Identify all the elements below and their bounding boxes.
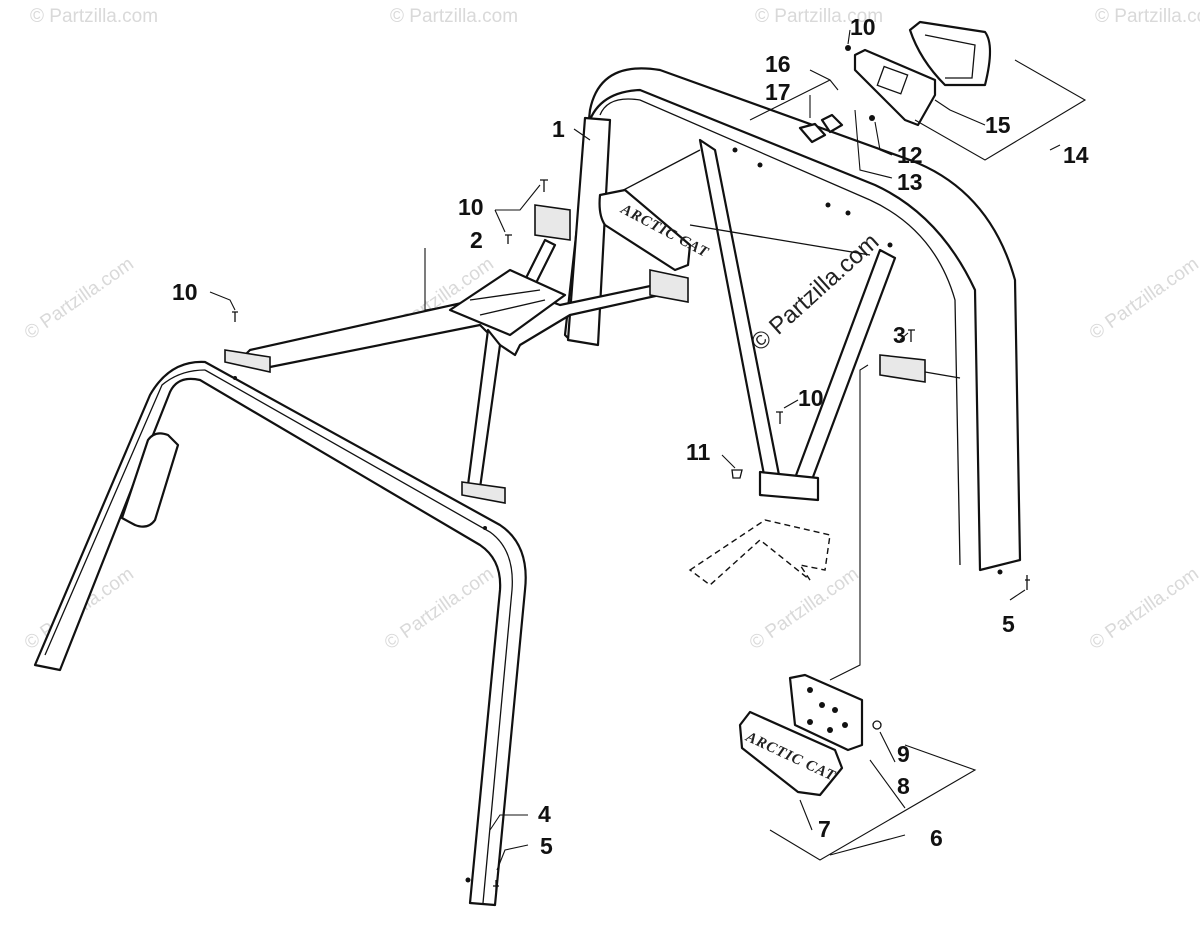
callout-14: 14 xyxy=(1063,142,1089,168)
callout-3: 3 xyxy=(893,322,906,348)
callout-10: 10 xyxy=(850,14,876,40)
front-roll-bar xyxy=(33,360,527,907)
watermark: © Partzilla.com xyxy=(1095,6,1200,27)
callout-10: 10 xyxy=(172,279,198,305)
callout-labels: 1 2 3 4 5 5 6 7 8 9 10 10 10 10 11 12 13… xyxy=(172,14,1089,859)
fasteners xyxy=(232,179,1030,892)
callout-16: 16 xyxy=(765,51,791,77)
light-assembly xyxy=(798,20,992,144)
callout-15: 15 xyxy=(985,112,1011,138)
watermark: © Partzilla.com xyxy=(1086,253,1200,344)
callout-5: 5 xyxy=(540,833,553,859)
callout-10: 10 xyxy=(458,194,484,220)
lower-pad-assembly: ARCTIC CAT xyxy=(738,673,882,797)
watermark: © Partzilla.com xyxy=(755,6,883,27)
callout-17: 17 xyxy=(765,79,791,105)
watermark: © Partzilla.com xyxy=(21,253,138,344)
callout-13: 13 xyxy=(897,169,923,195)
callout-1: 1 xyxy=(552,116,565,142)
callout-4: 4 xyxy=(538,801,551,827)
callout-10: 10 xyxy=(798,385,824,411)
rear-pad-upper: ARCTIC CAT xyxy=(598,188,711,272)
callout-6: 6 xyxy=(930,825,943,851)
callout-2: 2 xyxy=(470,227,483,253)
callout-12: 12 xyxy=(897,142,923,168)
watermark: © Partzilla.com xyxy=(381,563,498,654)
mount-bracket xyxy=(688,519,831,586)
rear-roll-bar xyxy=(563,67,1022,575)
cross-brace xyxy=(224,204,689,504)
callout-7: 7 xyxy=(818,816,831,842)
side-mount-bracket xyxy=(879,354,961,383)
callout-11: 11 xyxy=(686,439,711,465)
watermark: © Partzilla.com xyxy=(746,563,863,654)
watermark: © Partzilla.com xyxy=(30,6,158,27)
callout-8: 8 xyxy=(897,773,910,799)
leader-lines xyxy=(209,29,1087,871)
callout-5: 5 xyxy=(1002,611,1015,637)
v-brace xyxy=(611,138,897,502)
watermark: © Partzilla.com xyxy=(390,6,518,27)
callout-9: 9 xyxy=(897,741,910,767)
watermark: © Partzilla.com xyxy=(1086,563,1200,654)
